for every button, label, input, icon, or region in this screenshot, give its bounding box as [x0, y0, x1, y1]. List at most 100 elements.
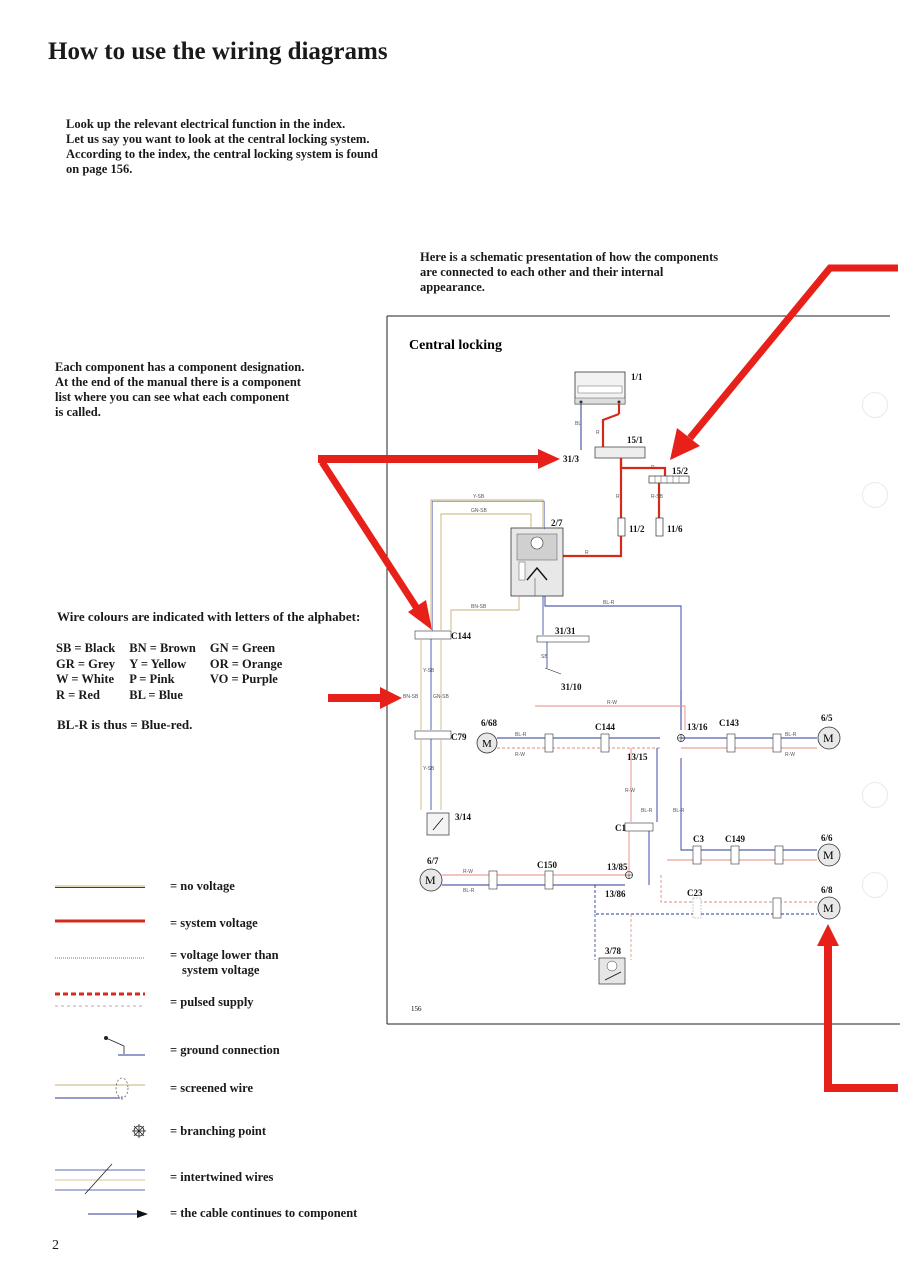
component-31-31 — [536, 635, 590, 643]
colour-code: BN = Brown — [129, 641, 196, 655]
wire-label: R — [596, 430, 600, 436]
label-31-31: 31/31 — [555, 626, 576, 636]
intertwined-wires-symbol — [55, 1163, 145, 1195]
arrow-to-motor-6-8 — [817, 924, 898, 1092]
legend-pulsed-supply: = pulsed supply — [170, 995, 254, 1009]
label-c143: C143 — [719, 718, 739, 728]
motor-6-7: M — [419, 868, 443, 892]
connector-block — [544, 733, 554, 753]
label-6-68: 6/68 — [481, 718, 498, 728]
label-3-14: 3/14 — [455, 812, 472, 822]
legend-symbols — [55, 885, 148, 1218]
designation-note-line: list where you can see what each compone… — [55, 390, 290, 404]
wire-label: BL — [575, 421, 581, 427]
label-c144-left: C144 — [451, 631, 471, 641]
label-6-6: 6/6 — [821, 833, 833, 843]
legend-branching-point: = branching point — [170, 1124, 267, 1138]
arrow-to-component-15-2 — [670, 264, 898, 460]
component-2-7 — [510, 527, 564, 597]
wire-label: R — [651, 465, 655, 471]
wire-label: Y-SB — [473, 494, 485, 500]
wire-label: BL-R — [785, 732, 797, 738]
intro-paragraph: Look up the relevant electrical function… — [66, 117, 378, 177]
colour-code: VO = Purple — [209, 672, 278, 686]
legend-lower-voltage: = voltage lower than system voltage — [170, 948, 279, 978]
arrow-to-component-31-3 — [318, 449, 560, 469]
no-voltage-symbol — [55, 885, 145, 888]
wire-label: R — [616, 494, 620, 500]
cable-continues-symbol — [88, 1210, 148, 1218]
motor-symbol: M — [425, 873, 436, 887]
intro-line: Look up the relevant electrical function… — [66, 117, 346, 131]
designation-note-line: Each component has a component designati… — [55, 360, 305, 374]
wire-label: R-W — [515, 752, 525, 758]
colour-code-table: SB = Black BN = Brown GN = Green GR = Gr… — [56, 641, 296, 703]
motor-symbol: M — [823, 901, 834, 915]
motor-6-5: M — [817, 726, 841, 750]
colour-code-row: SB = Black BN = Brown GN = Green — [56, 641, 296, 657]
connector-block — [692, 897, 702, 919]
label-c3: C3 — [693, 834, 704, 844]
colour-code: OR = Orange — [209, 656, 283, 671]
label-13-15: 13/15 — [627, 752, 648, 762]
label-13-85: 13/85 — [607, 862, 628, 872]
wire-label: R-W — [785, 752, 795, 758]
motor-6-6: M — [817, 843, 841, 867]
wire-label: R — [585, 550, 589, 556]
connector-block — [730, 845, 740, 865]
component-15-2 — [648, 475, 690, 484]
ground-connection-symbol — [104, 1036, 145, 1056]
page-title: How to use the wiring diagrams — [48, 38, 388, 65]
label-c144-mid: C144 — [595, 722, 615, 732]
colour-code: GR = Grey — [56, 656, 115, 671]
legend-system-voltage: = system voltage — [170, 916, 258, 930]
label-6-8: 6/8 — [821, 885, 833, 895]
connector-block — [774, 845, 784, 865]
legend-cable-continues: = the cable continues to component — [170, 1206, 358, 1220]
punch-hole — [862, 782, 888, 808]
wire-label: R-W — [625, 788, 635, 794]
component-1-1 — [574, 371, 626, 405]
wire-label: BN-SB — [471, 604, 487, 610]
designation-note-line: is called. — [55, 405, 101, 419]
wiring-diagram: Central locking 156 1/1 BL R 15/1 31/3 1… — [386, 315, 900, 1025]
component-3-78 — [598, 957, 626, 985]
component-11-6 — [655, 517, 664, 537]
diagram-title: Central locking — [409, 338, 502, 353]
wire-label: BL-R — [641, 808, 653, 814]
label-c149: C149 — [725, 834, 745, 844]
colour-code: W = White — [56, 672, 115, 686]
label-31-10: 31/10 — [561, 682, 582, 692]
label-11-2: 11/2 — [629, 524, 645, 534]
designation-note: Each component has a component designati… — [55, 360, 304, 420]
connector-block — [772, 897, 782, 919]
label-6-5: 6/5 — [821, 713, 833, 723]
arrow-to-connector-c144 — [319, 460, 432, 630]
label-6-7: 6/7 — [427, 856, 439, 866]
component-3-14 — [426, 812, 450, 836]
colour-code-row: W = White P = Pink VO = Purple — [56, 672, 296, 688]
connector-c79 — [414, 730, 452, 740]
motor-symbol: M — [823, 731, 834, 745]
screened-wire-symbol — [55, 1077, 145, 1100]
punch-hole — [862, 872, 888, 898]
legend-lower-voltage-line2: system voltage — [182, 963, 260, 977]
label-11-6: 11/6 — [667, 524, 683, 534]
connector-c1 — [624, 822, 654, 832]
motor-6-8: M — [817, 896, 841, 920]
connector-block — [488, 870, 498, 890]
wire-label: BL-R — [603, 600, 615, 606]
connector-block — [600, 733, 610, 753]
colour-code: BL = Blue — [129, 687, 183, 702]
wire-label: GN-SB — [433, 694, 450, 700]
legend-lower-voltage-line1: = voltage lower than — [170, 948, 279, 962]
colour-code: R = Red — [56, 687, 100, 702]
wire-label: BL-R — [463, 888, 475, 894]
label-c1: C1 — [615, 823, 626, 833]
intro-line: on page 156. — [66, 162, 133, 176]
intro-line: According to the index, the central lock… — [66, 147, 378, 161]
connector-c144-left — [414, 630, 452, 640]
wire-label: R-W — [607, 700, 617, 706]
label-13-16: 13/16 — [687, 722, 708, 732]
